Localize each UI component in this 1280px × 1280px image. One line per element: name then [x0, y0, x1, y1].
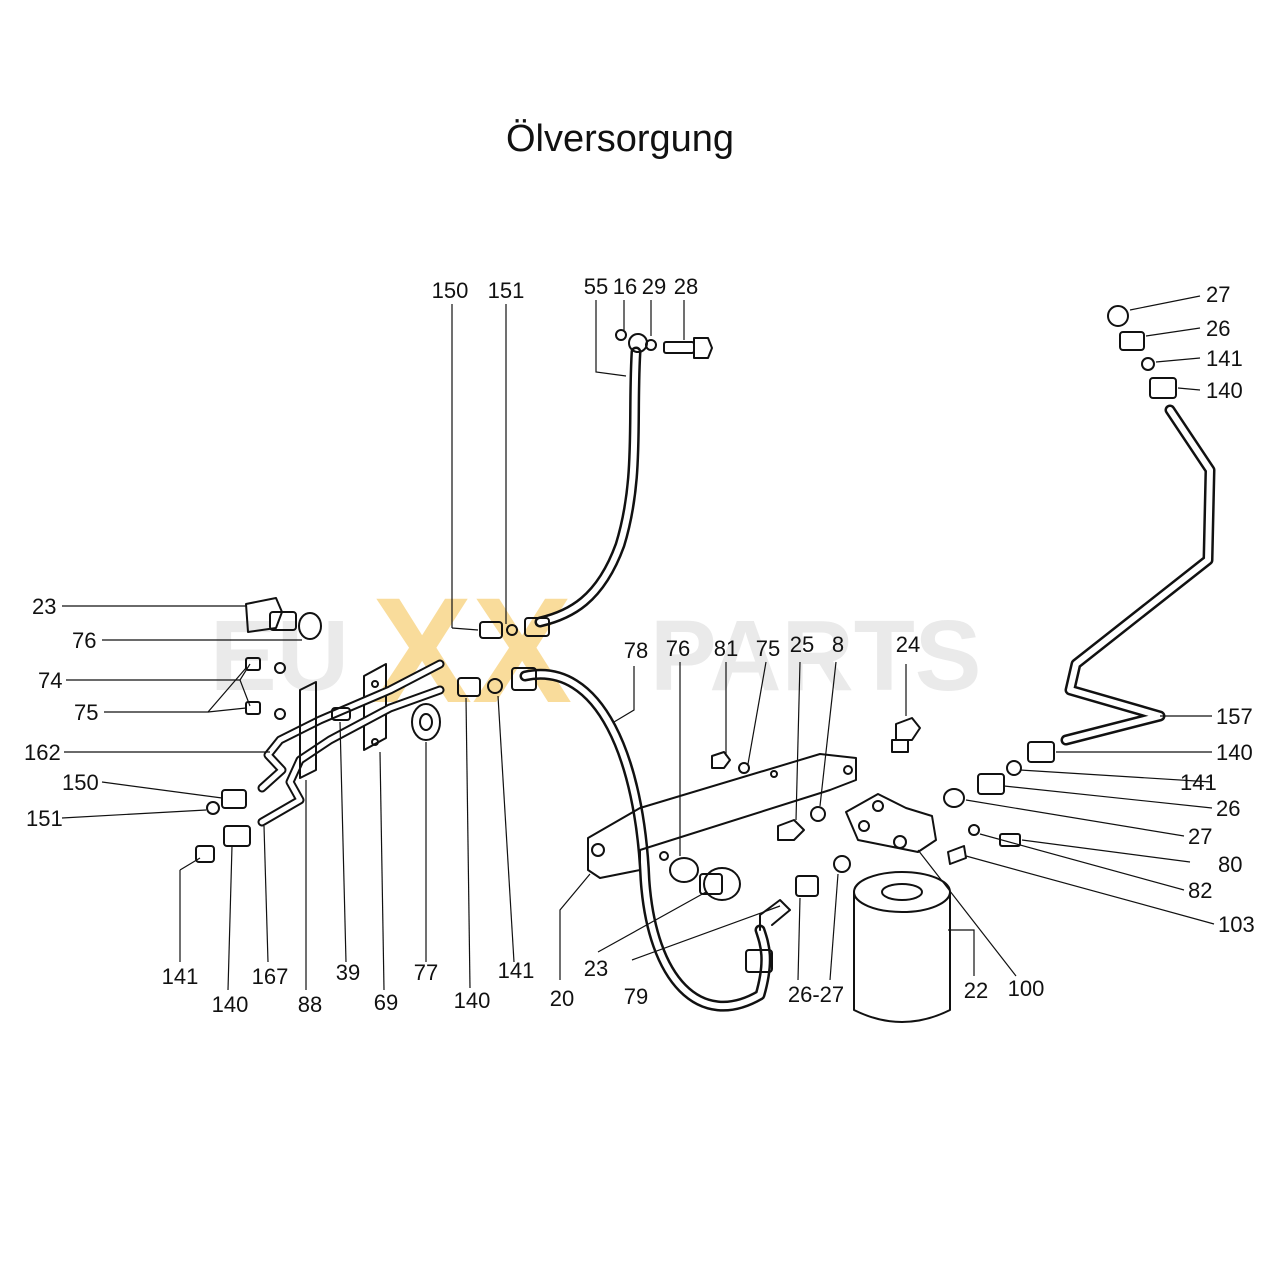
callout-74: 74 [38, 668, 62, 693]
callout-162: 162 [24, 740, 61, 765]
callout-75: 75 [74, 700, 98, 725]
callout-20: 20 [550, 986, 574, 1011]
fitting-140-mid [457, 667, 537, 697]
watermark-middle: XX [372, 566, 572, 734]
callout-77: 77 [414, 960, 438, 985]
oil-filter-22 [853, 871, 951, 1023]
watermark: EU XX PARTS [210, 566, 982, 734]
nut-81 [711, 751, 750, 774]
callout-69: 69 [374, 990, 398, 1015]
callout-140: 140 [454, 988, 491, 1013]
callout-76: 76 [72, 628, 96, 653]
plug-23-bottom [669, 857, 741, 901]
callout-26: 26 [1206, 316, 1230, 341]
sensor-103 [947, 845, 967, 865]
callout-151: 151 [26, 806, 63, 831]
fitting-26-27-bottom [795, 855, 851, 897]
watermark-suffix: PARTS [650, 600, 982, 712]
pipe-162 [257, 659, 445, 793]
bolt-24 [891, 717, 921, 753]
callout-75: 75 [756, 636, 780, 661]
callout-39: 39 [336, 960, 360, 985]
callout-167: 167 [252, 964, 289, 989]
bracket-20 [587, 753, 857, 879]
callout-29: 29 [642, 274, 666, 299]
bracket-88 [299, 681, 317, 779]
hose-78 [519, 668, 772, 1012]
callout-26-27: 26-27 [788, 982, 844, 1007]
fittings-top-right [1107, 305, 1177, 399]
callout-103: 103 [1218, 912, 1255, 937]
callout-140: 140 [1206, 378, 1243, 403]
callout-27: 27 [1206, 282, 1230, 307]
washer-77 [411, 703, 441, 741]
bolt-28 [663, 337, 713, 359]
callout-140: 140 [212, 992, 249, 1017]
callout-24: 24 [896, 632, 920, 657]
callout-79: 79 [624, 984, 648, 1009]
callout-140: 140 [1216, 740, 1253, 765]
callout-26: 26 [1216, 796, 1240, 821]
callout-82: 82 [1188, 878, 1212, 903]
callout-150: 150 [62, 770, 99, 795]
callout-141: 141 [498, 958, 535, 983]
callout-labels: 150 151 55 16 29 28 27 26 141 140 23 76 … [24, 274, 1255, 1017]
callout-141: 141 [162, 964, 199, 989]
callout-25: 25 [790, 632, 814, 657]
callout-151: 151 [488, 278, 525, 303]
pipe-157 [1060, 404, 1216, 746]
callout-141: 141 [1180, 770, 1217, 795]
hose-79-fitting [745, 899, 791, 973]
nut-25 [777, 806, 826, 841]
fittings-right [943, 741, 1055, 808]
callout-78: 78 [624, 638, 648, 663]
page-title: Ölversorgung [505, 118, 735, 160]
banjo-fitting-16 [615, 329, 657, 353]
callout-55: 55 [584, 274, 608, 299]
callout-27: 27 [1188, 824, 1212, 849]
callout-157: 157 [1216, 704, 1253, 729]
callout-76: 76 [666, 636, 690, 661]
callout-23: 23 [32, 594, 56, 619]
fitting-150-top [479, 617, 550, 639]
callout-8: 8 [832, 632, 844, 657]
callout-16: 16 [613, 274, 637, 299]
bolt-23-left [245, 597, 322, 640]
callout-141: 141 [1206, 346, 1243, 371]
filter-head-100 [845, 793, 937, 853]
hose-55 [534, 346, 642, 628]
leader-lines [61, 295, 1215, 991]
fittings-left-140-150 [195, 789, 251, 863]
sleeve-39 [331, 707, 351, 721]
callout-100: 100 [1008, 976, 1045, 1001]
callout-80: 80 [1218, 852, 1242, 877]
callout-28: 28 [674, 274, 698, 299]
callout-23: 23 [584, 956, 608, 981]
callout-88: 88 [298, 992, 322, 1017]
callout-81: 81 [714, 636, 738, 661]
callout-22: 22 [964, 978, 988, 1003]
callout-150: 150 [432, 278, 469, 303]
